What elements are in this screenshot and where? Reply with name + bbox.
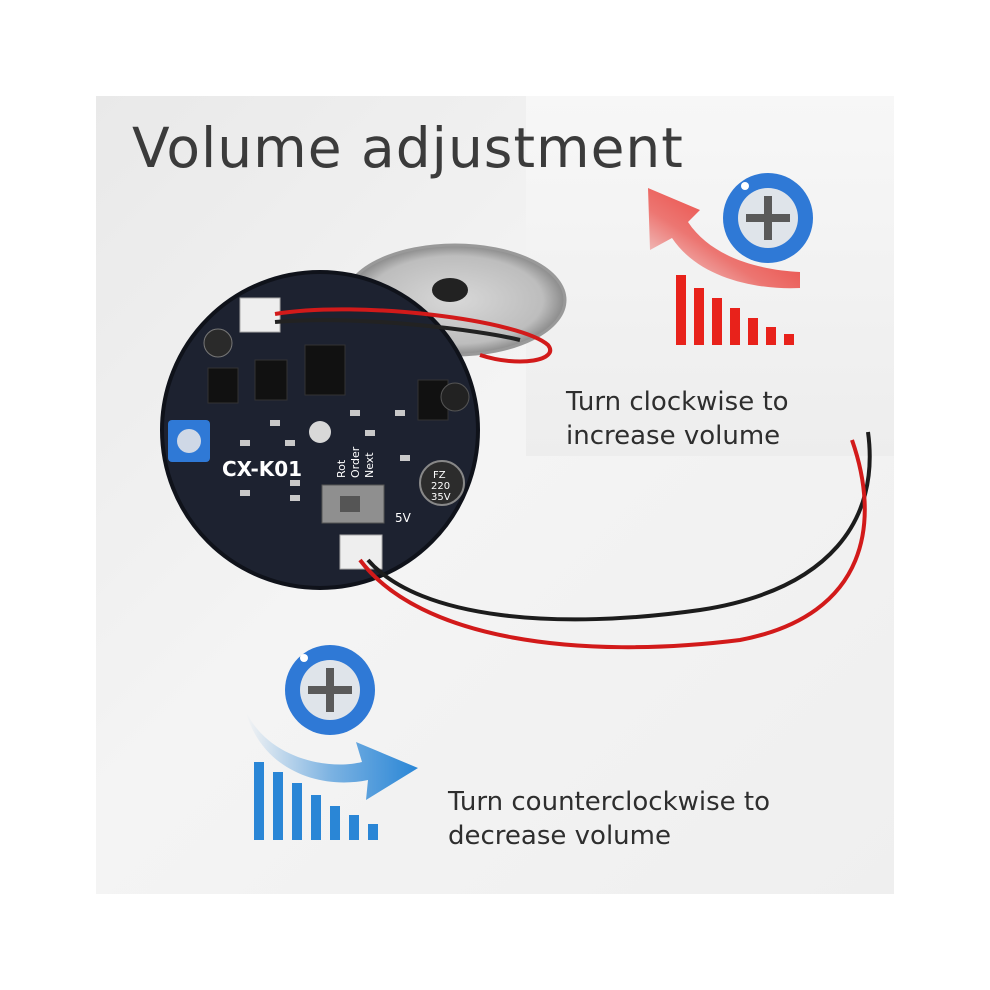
capacitor-label-1: FZ [433,470,446,481]
potentiometer-knob-icon [723,173,813,263]
top-wire-black [274,318,521,342]
capacitor-small [203,328,233,358]
page-title: Volume adjustment [132,116,684,180]
power-label: 5V [395,511,412,525]
lead-wire-black [366,431,872,622]
ic-chip [304,344,346,396]
arrow-right-icon [246,712,418,800]
counterclockwise-caption-line-1: Turn counterclockwise to [448,787,771,817]
potentiometer-knob-icon [285,645,375,735]
clockwise-caption-line-1: Turn clockwise to [566,387,789,417]
capacitor [419,460,465,506]
board-model-label: CX-K01 [222,457,302,481]
pcb-board: CX-K01 5V Rot Order Next FZ 220 35V [160,270,480,590]
clockwise-caption-line-2: increase volume [566,421,781,451]
switch-label-next: Next [363,452,376,478]
top-connector [239,297,281,333]
clockwise-caption: Turn clockwise to increase volume [566,385,789,453]
switch-label-rot: Rot [335,459,348,478]
top-wire-red [274,307,553,364]
arrow-up-icon [648,188,800,289]
switch-label-order: Order [349,446,362,478]
ic-chip [254,359,288,401]
bar-level-icon [676,275,794,345]
center-hole [309,421,331,443]
capacitor-label-2: 220 [431,481,450,492]
inductor [440,382,470,412]
speaker-magnet [432,278,468,302]
bar-level-icon [254,762,378,840]
ic-chip [207,367,239,404]
background-wall [526,96,894,456]
capacitor-label-3: 35V [431,492,451,503]
counterclockwise-caption-line-2: decrease volume [448,821,671,851]
counterclockwise-caption: Turn counterclockwise to decrease volume [448,785,770,853]
lead-wire-red [358,439,867,650]
